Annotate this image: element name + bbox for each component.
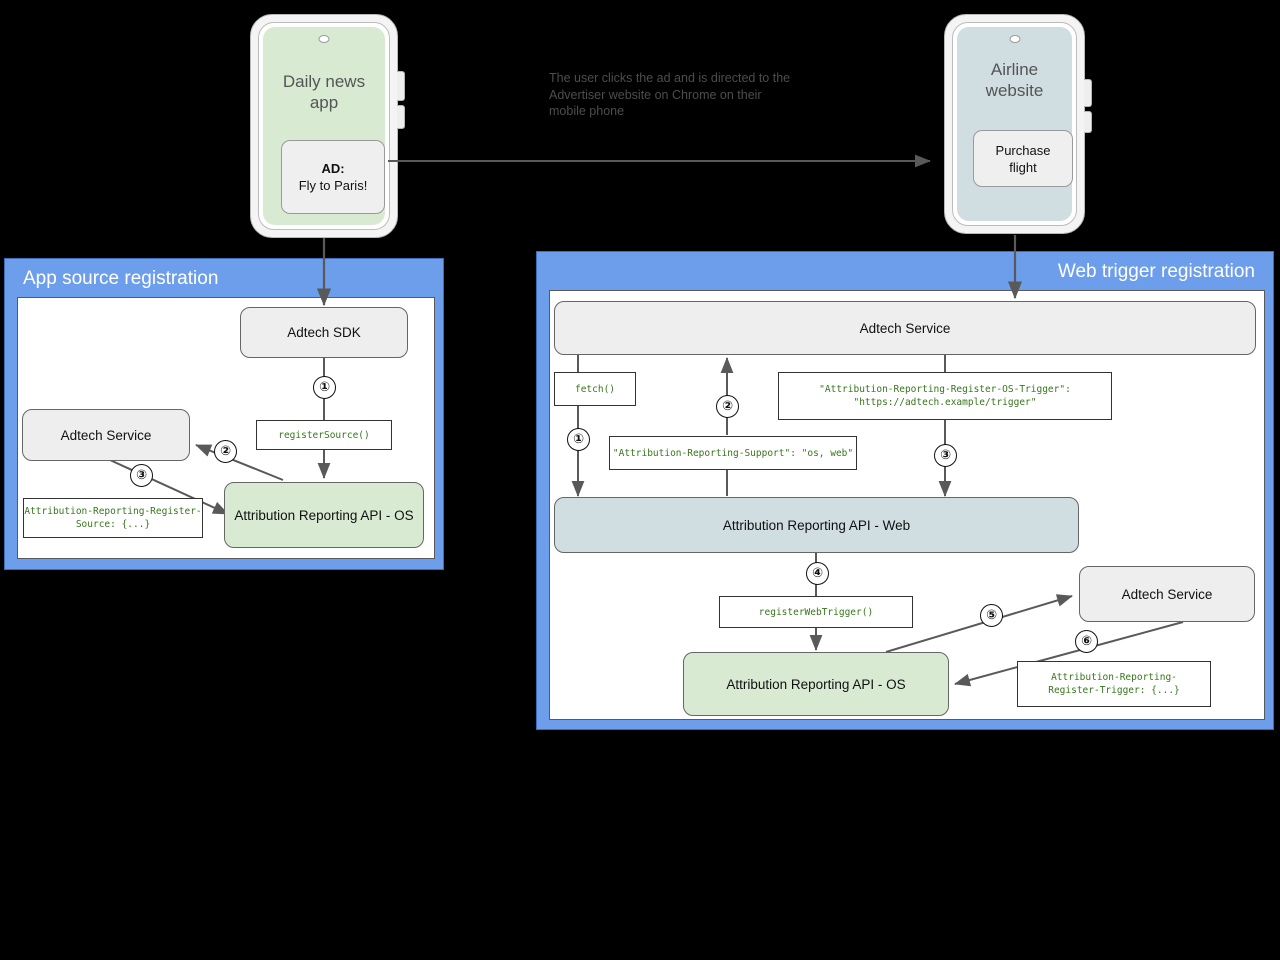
codebox-os-trigger-header-text: "Attribution-Reporting-Register-OS-Trigg… <box>819 384 1071 408</box>
node-web-adtech-service-top[interactable]: Adtech Service <box>554 301 1256 355</box>
phone-side-button-volume <box>397 71 405 101</box>
airline-phone: Airline website Purchase flight <box>944 14 1092 234</box>
codebox-register-trigger-header: Attribution-Reporting- Register-Trigger:… <box>1017 661 1211 707</box>
codebox-register-source-text: registerSource() <box>278 429 370 441</box>
codebox-register-trigger-header-text: Attribution-Reporting- Register-Trigger:… <box>1048 672 1180 696</box>
airline-phone-title: Airline website <box>985 60 1044 100</box>
codebox-register-source-header: Attribution-Reporting-Register- Source: … <box>23 498 203 538</box>
step-marker-app-2: ② <box>214 440 237 463</box>
node-web-adtech-service-bottom[interactable]: Adtech Service <box>1079 566 1255 622</box>
panel-web-trigger-title: Web trigger registration <box>1057 261 1255 282</box>
node-web-ar-api-os[interactable]: Attribution Reporting API - OS <box>683 652 949 716</box>
daily-news-phone-bezel: Daily news app AD: Fly to Paris! <box>258 22 390 230</box>
phone-side-button-power <box>397 105 405 129</box>
daily-news-phone-screen: Daily news app AD: Fly to Paris! <box>263 27 385 225</box>
codebox-os-trigger-header: "Attribution-Reporting-Register-OS-Trigg… <box>778 372 1112 420</box>
camera-notch-icon <box>318 35 330 43</box>
codebox-register-web-trigger-text: registerWebTrigger() <box>758 606 874 618</box>
step-marker-web-3: ③ <box>934 444 957 467</box>
step-marker-web-6: ⑥ <box>1075 630 1098 653</box>
airline-phone-bezel: Airline website Purchase flight <box>952 22 1077 226</box>
step-marker-web-2: ② <box>716 395 739 418</box>
node-adtech-sdk[interactable]: Adtech SDK <box>240 307 408 358</box>
node-app-ar-api-os-label: Attribution Reporting API - OS <box>234 507 414 523</box>
step-marker-app-3: ③ <box>130 464 153 487</box>
node-web-ar-api-os-label: Attribution Reporting API - OS <box>726 676 906 692</box>
codebox-register-source: registerSource() <box>256 420 392 450</box>
codebox-support-header-text: "Attribution-Reporting-Support": "os, we… <box>612 447 854 459</box>
codebox-fetch: fetch() <box>554 372 636 406</box>
node-ar-api-web[interactable]: Attribution Reporting API - Web <box>554 497 1079 553</box>
airline-camera-notch-icon <box>1009 35 1020 43</box>
codebox-register-web-trigger: registerWebTrigger() <box>719 596 913 628</box>
codebox-register-source-header-text: Attribution-Reporting-Register- Source: … <box>24 506 202 530</box>
step-marker-web-5: ⑤ <box>980 604 1003 627</box>
codebox-support-header: "Attribution-Reporting-Support": "os, we… <box>609 436 857 470</box>
panel-app-source-title: App source registration <box>23 268 219 289</box>
node-web-adtech-service-top-label: Adtech Service <box>859 320 951 336</box>
daily-news-phone: Daily news app AD: Fly to Paris! <box>250 14 405 238</box>
node-web-adtech-service-bottom-label: Adtech Service <box>1121 586 1213 602</box>
flow-annotation: The user clicks the ad and is directed t… <box>549 71 791 118</box>
node-app-ar-api-os[interactable]: Attribution Reporting API - OS <box>224 482 424 548</box>
airline-phone-side-button-power <box>1084 111 1092 133</box>
node-app-adtech-service[interactable]: Adtech Service <box>22 409 190 461</box>
step-marker-app-1: ① <box>313 376 336 399</box>
ad-card[interactable]: AD: Fly to Paris! <box>281 140 385 214</box>
codebox-fetch-text: fetch() <box>574 383 616 395</box>
ad-card-label: AD: <box>321 161 345 176</box>
airline-phone-screen: Airline website Purchase flight <box>957 27 1073 221</box>
step-marker-web-1: ① <box>567 428 590 451</box>
airline-phone-side-button-volume <box>1084 79 1092 107</box>
purchase-flight-line1: Purchase <box>995 142 1051 158</box>
node-adtech-sdk-label: Adtech SDK <box>287 325 361 340</box>
purchase-flight-card[interactable]: Purchase flight <box>973 130 1073 187</box>
purchase-flight-line2: flight <box>1009 159 1037 175</box>
step-marker-web-4: ④ <box>806 562 829 585</box>
ad-card-text: Fly to Paris! <box>298 178 368 193</box>
node-app-adtech-service-label: Adtech Service <box>60 427 152 443</box>
daily-news-phone-title: Daily news app <box>282 72 366 112</box>
node-ar-api-web-label: Attribution Reporting API - Web <box>722 517 911 533</box>
